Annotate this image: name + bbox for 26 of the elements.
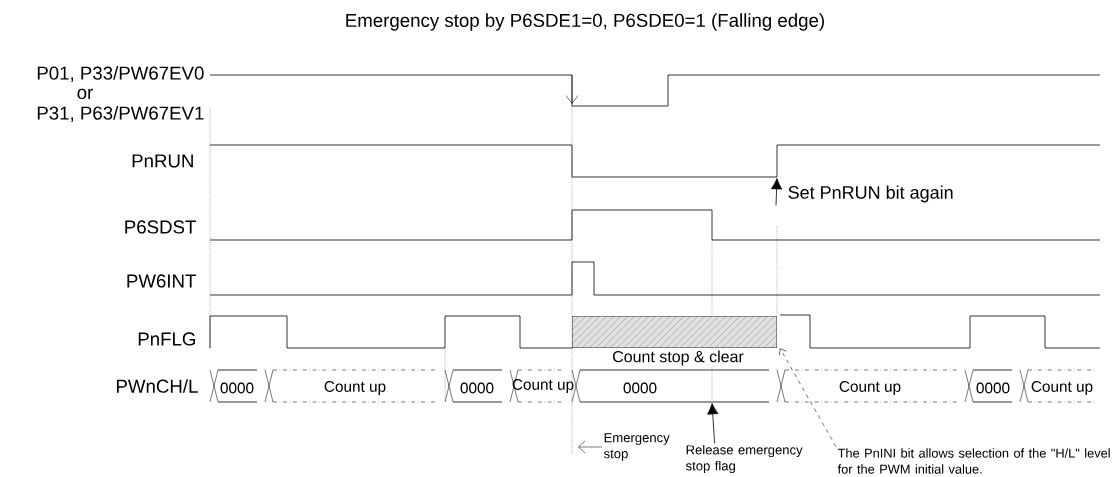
- signal-name: P31, P63/PW67EV1: [37, 106, 204, 122]
- signal-name: or: [77, 88, 93, 100]
- signal-name: P01, P33/PW67EV0: [37, 66, 204, 82]
- bus-value: Count up: [839, 381, 901, 395]
- arrow: [578, 440, 603, 454]
- bus-value: Count up: [512, 379, 574, 393]
- annotation: Release emergency stop flag: [685, 444, 803, 474]
- annotation: Set PnRUN bit again: [788, 185, 953, 203]
- region-caption: Count stop & clear: [610, 349, 746, 367]
- annotation: Emergency stop: [603, 433, 670, 461]
- bus-value: Count up: [324, 381, 386, 395]
- signal-name: PnRUN: [132, 154, 193, 168]
- bus-value: 0000: [623, 382, 657, 394]
- arrow: [707, 403, 719, 444]
- signal-name: PWnCH/L: [116, 379, 198, 393]
- signal-name: P6SDST: [125, 220, 196, 234]
- bus-value: 0000: [220, 382, 254, 394]
- arrow: [771, 178, 783, 206]
- title: Emergency stop by P6SDE1=0, P6SDE0=1 (Falling edge): [346, 13, 824, 31]
- bus-value: 0000: [460, 382, 494, 394]
- bus-value: Count up: [1031, 381, 1093, 395]
- signal-name: PnFLG: [138, 332, 195, 346]
- bus-value: 0000: [976, 382, 1010, 394]
- leader-line: [779, 348, 837, 447]
- note-text: The PnINI bit allows selection of the "H/L" level for the PWM initial value.: [837, 448, 1110, 474]
- signal-name: PW6INT: [127, 274, 196, 288]
